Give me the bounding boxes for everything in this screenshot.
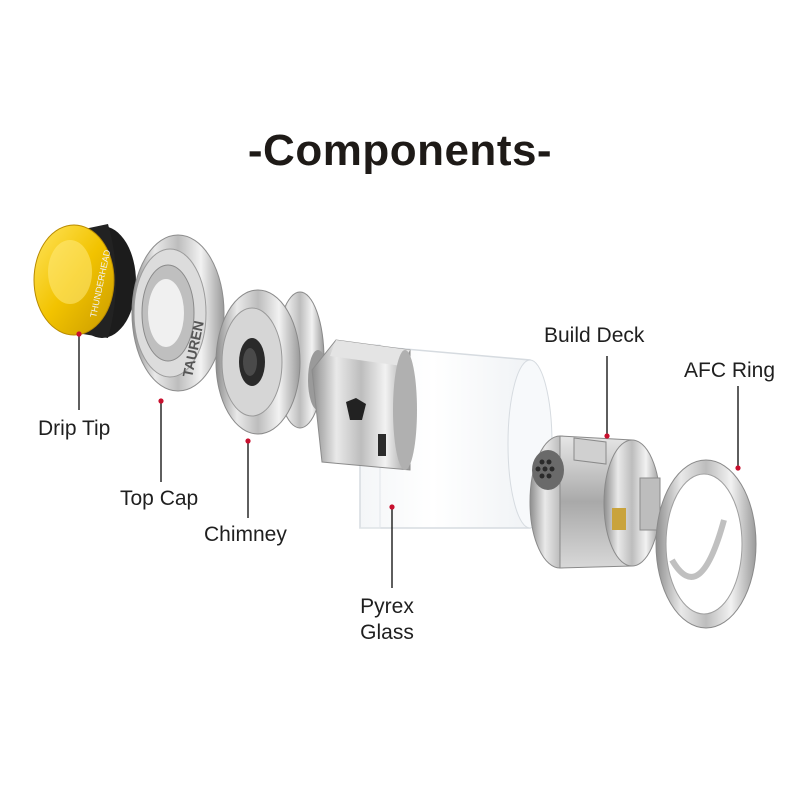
pyrex-glass-part bbox=[311, 339, 553, 529]
build-deck-part bbox=[529, 435, 661, 569]
label-build-deck: Build Deck bbox=[544, 324, 645, 347]
label-pyrex-glass-line1: Pyrex bbox=[360, 595, 414, 618]
deck-airholes bbox=[535, 459, 555, 479]
leader-dot-pyrex-glass bbox=[389, 504, 395, 510]
drip-tip-part: THUNDERHEAD bbox=[33, 224, 136, 338]
label-pyrex-glass-line2: Glass bbox=[360, 621, 414, 644]
leader-dot-drip-tip bbox=[76, 331, 82, 337]
logo-emblem bbox=[346, 398, 366, 420]
label-chimney: Chimney bbox=[204, 523, 287, 546]
leader-dot-afc-ring bbox=[735, 465, 741, 471]
top-cap-part: TAUREN bbox=[131, 234, 225, 392]
leader-dot-chimney bbox=[245, 438, 251, 444]
afc-ring-part bbox=[655, 459, 757, 629]
chimney-part bbox=[215, 289, 330, 435]
leader-lines bbox=[76, 331, 741, 588]
page-title: -Components- bbox=[247, 126, 553, 175]
leader-dot-top-cap bbox=[158, 398, 164, 404]
leader-dot-build-deck bbox=[604, 433, 610, 439]
label-drip-tip: Drip Tip bbox=[38, 417, 111, 440]
label-top-cap: Top Cap bbox=[120, 487, 199, 510]
label-pyrex-glass: Pyrex Glass bbox=[342, 594, 432, 646]
label-afc-ring: AFC Ring bbox=[684, 359, 776, 382]
